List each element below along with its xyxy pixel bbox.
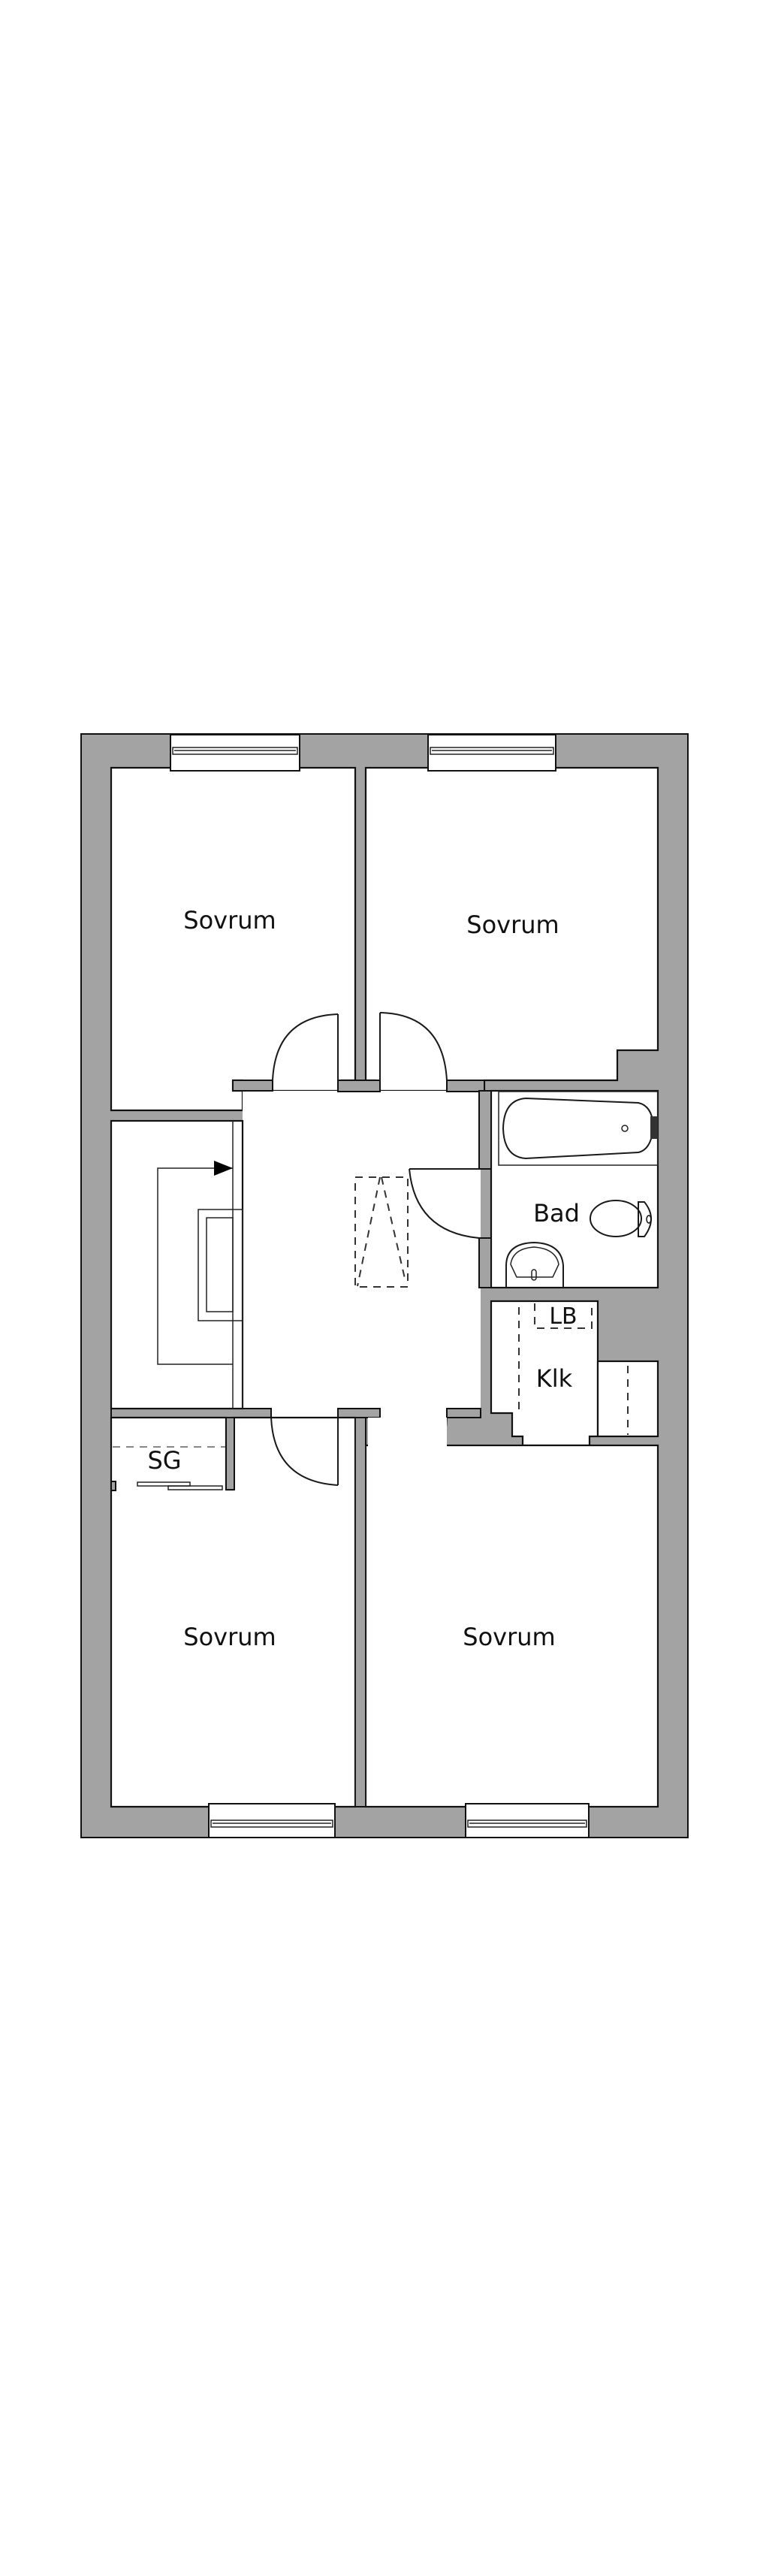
window-icon bbox=[465, 1803, 590, 1838]
stair-outline bbox=[157, 1167, 233, 1365]
stair-arrow-icon bbox=[214, 1161, 233, 1176]
label-bedroom-top-right: Sovrum bbox=[466, 911, 559, 939]
wall-stub bbox=[446, 1080, 485, 1092]
wall-stub bbox=[232, 1080, 273, 1092]
door-swing-icon bbox=[379, 1012, 448, 1081]
room-bathroom bbox=[490, 1089, 659, 1289]
room-bedroom-top-left bbox=[110, 766, 357, 1112]
label-bedroom-bottom-left: Sovrum bbox=[183, 1623, 276, 1651]
door-swing-icon bbox=[270, 1417, 339, 1486]
wall-stub bbox=[337, 1408, 381, 1418]
label-bedroom-top-left: Sovrum bbox=[183, 906, 276, 935]
wall-stub bbox=[354, 1417, 366, 1807]
bathtub-icon bbox=[502, 1097, 655, 1160]
bath-wall bbox=[478, 1237, 492, 1288]
wardrobe-wall bbox=[225, 1417, 235, 1490]
label-closet: Klk bbox=[536, 1364, 573, 1393]
wall-notch bbox=[110, 1481, 116, 1491]
label-bedroom-bottom-right: Sovrum bbox=[463, 1623, 555, 1651]
door-opening bbox=[368, 1418, 447, 1448]
wall-stub bbox=[446, 1408, 481, 1418]
bath-wall bbox=[478, 1090, 492, 1170]
bath-tap-icon bbox=[650, 1116, 658, 1139]
room-stair-landing bbox=[110, 1119, 244, 1410]
label-linen: LB bbox=[549, 1303, 577, 1330]
toilet-icon bbox=[590, 1200, 652, 1237]
stair-rail-inner bbox=[206, 1217, 234, 1312]
window-icon bbox=[427, 734, 556, 772]
sink-icon bbox=[505, 1241, 564, 1288]
door-swing-icon bbox=[272, 1013, 339, 1081]
stair-rail bbox=[198, 1209, 243, 1321]
room-bedroom-bottom-right bbox=[364, 1444, 659, 1808]
label-bathroom: Bad bbox=[533, 1199, 580, 1228]
room-hallway bbox=[233, 1091, 481, 1418]
label-wardrobe: SG bbox=[147, 1446, 181, 1475]
bath-drain bbox=[621, 1125, 629, 1132]
window-icon bbox=[170, 734, 300, 772]
wall-stub bbox=[110, 1408, 272, 1418]
attic-ladder-icon bbox=[354, 1176, 409, 1288]
wall-stub bbox=[337, 1080, 381, 1092]
window-icon bbox=[208, 1803, 336, 1838]
door-swing-icon bbox=[409, 1168, 480, 1239]
sliding-door-icon bbox=[137, 1481, 223, 1490]
